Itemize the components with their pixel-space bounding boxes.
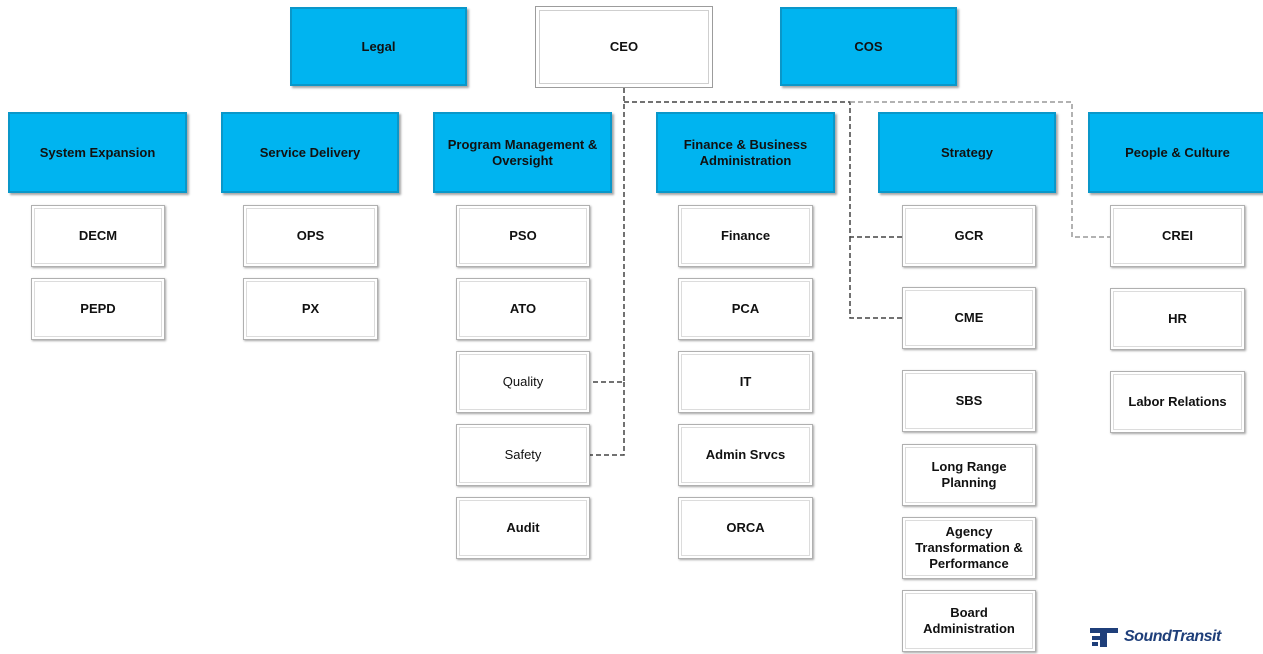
unit-label: Long Range Planning <box>931 459 1007 490</box>
unit-box: Board Administration <box>902 590 1036 652</box>
dept-program-management: Program Management & Oversight <box>433 112 612 193</box>
unit-label: PEPD <box>80 301 116 316</box>
unit-box: PEPD <box>31 278 165 340</box>
unit-label: SBS <box>955 393 983 408</box>
ceo-to-cme-line <box>849 237 902 319</box>
unit-label: ORCA <box>726 520 765 535</box>
unit-box: Audit <box>456 497 590 559</box>
dept-people-culture: People & Culture <box>1088 112 1263 193</box>
unit-box: Admin Srvcs <box>678 424 813 486</box>
legal-label: Legal <box>361 38 396 54</box>
unit-box: IT <box>678 351 813 413</box>
unit-label: Agency Transformation & Performance <box>915 524 1023 571</box>
ceo-to-safety-line <box>590 382 625 456</box>
dept-finance: Finance & Business Administration <box>656 112 835 193</box>
unit-label: PX <box>301 301 320 316</box>
unit-label: Quality <box>502 374 544 389</box>
unit-label: OPS <box>296 228 325 243</box>
cos-box: COS <box>780 7 957 86</box>
unit-box: PCA <box>678 278 813 340</box>
ceo-box: CEO <box>535 6 713 88</box>
unit-label: ATO <box>509 301 537 316</box>
unit-label: CREI <box>1161 228 1194 243</box>
dept-title: System Expansion <box>39 144 156 160</box>
unit-label: Audit <box>506 520 540 535</box>
unit-label: Finance <box>720 228 771 243</box>
legal-box: Legal <box>290 7 467 86</box>
ceo-to-quality-line <box>590 88 625 383</box>
dept-title: Program Management & Oversight <box>447 136 598 168</box>
unit-box: DECM <box>31 205 165 267</box>
unit-box: OPS <box>243 205 378 267</box>
ceo-to-crei-line <box>850 101 1110 238</box>
unit-box: Quality <box>456 351 590 413</box>
unit-label: HR <box>1168 311 1187 326</box>
unit-box: ATO <box>456 278 590 340</box>
unit-box: Finance <box>678 205 813 267</box>
unit-box: SBS <box>902 370 1036 432</box>
dept-title: People & Culture <box>1125 144 1230 160</box>
dept-service-delivery: Service Delivery <box>221 112 399 193</box>
ceo-label: CEO <box>609 39 639 54</box>
unit-label: PSO <box>509 228 537 243</box>
unit-label: IT <box>739 374 752 389</box>
logo-text: SoundTransit <box>1124 628 1221 645</box>
unit-label: Safety <box>504 447 542 462</box>
unit-label: DECM <box>78 228 118 243</box>
unit-label: PCA <box>731 301 760 316</box>
unit-label: CME <box>954 310 984 325</box>
unit-label: Admin Srvcs <box>705 447 786 462</box>
dept-title: Service Delivery <box>259 144 361 160</box>
unit-box: ORCA <box>678 497 813 559</box>
dept-title: Finance & Business Administration <box>683 136 808 168</box>
unit-box: CREI <box>1110 205 1245 267</box>
dept-title: Strategy <box>940 144 994 160</box>
unit-box: Agency Transformation & Performance <box>902 517 1036 579</box>
unit-box: Labor Relations <box>1110 371 1245 433</box>
unit-box: GCR <box>902 205 1036 267</box>
unit-box: PSO <box>456 205 590 267</box>
unit-box: PX <box>243 278 378 340</box>
unit-box: Safety <box>456 424 590 486</box>
unit-label: GCR <box>954 228 984 243</box>
unit-box: CME <box>902 287 1036 349</box>
unit-box: Long Range Planning <box>902 444 1036 506</box>
ceo-to-gcr-line <box>624 101 902 238</box>
sound-transit-logo: SoundTransit <box>1090 624 1250 650</box>
unit-box: HR <box>1110 288 1245 350</box>
cos-label: COS <box>854 38 883 54</box>
unit-label: Board Administration <box>923 605 1015 636</box>
dept-strategy: Strategy <box>878 112 1056 193</box>
unit-label: Labor Relations <box>1128 394 1227 409</box>
dept-system-expansion: System Expansion <box>8 112 187 193</box>
sound-transit-logo-icon <box>1090 628 1118 647</box>
